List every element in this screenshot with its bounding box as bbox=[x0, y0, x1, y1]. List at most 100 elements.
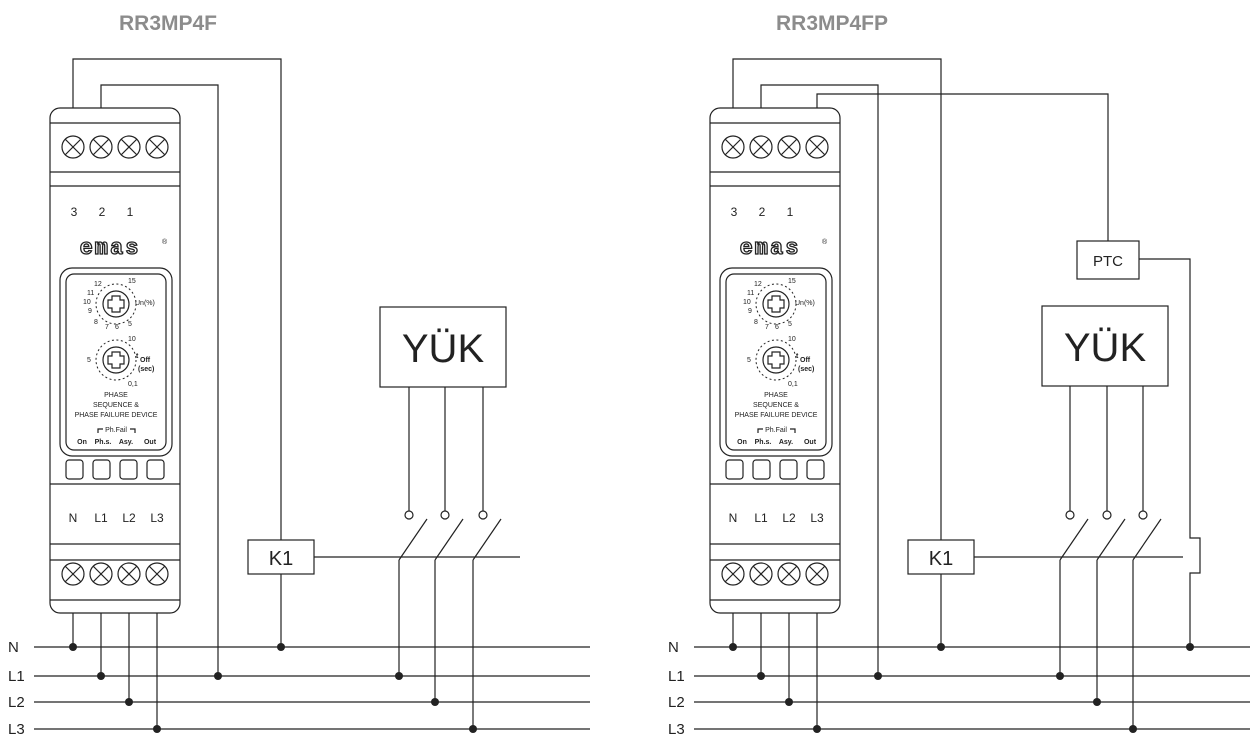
scale-label: 10 bbox=[788, 336, 796, 343]
scale-label: 11 bbox=[747, 290, 754, 297]
led-indicator bbox=[65, 459, 84, 480]
led-indicator bbox=[119, 459, 138, 480]
terminal-label: L3 bbox=[150, 511, 164, 525]
un-label: Un(%) bbox=[795, 300, 815, 307]
contactor-contacts bbox=[1059, 386, 1162, 729]
bus-label-l2: L2 bbox=[8, 694, 25, 711]
scale-label: 5 bbox=[87, 357, 91, 364]
device-text: PHASE bbox=[104, 392, 128, 399]
terminal-label: 3 bbox=[731, 205, 738, 219]
screw-terminal bbox=[89, 135, 113, 159]
scale-label: 15 bbox=[788, 278, 796, 285]
device-text: SEQUENCE & bbox=[753, 402, 799, 409]
left-leds bbox=[65, 459, 165, 480]
terminal-label: L1 bbox=[754, 511, 768, 525]
scale-label: 15 bbox=[128, 278, 136, 285]
terminal-label: 2 bbox=[99, 205, 106, 219]
scale-label: 10 bbox=[743, 299, 751, 306]
relay-label: K1 bbox=[929, 548, 953, 570]
left-title: RR3MP4F bbox=[119, 12, 217, 35]
screw-terminal bbox=[721, 562, 745, 586]
t-label: t bbox=[136, 353, 139, 360]
scale-label: 5 bbox=[747, 357, 751, 364]
led-label: Ph.s. bbox=[95, 439, 112, 446]
right-title: RR3MP4FP bbox=[776, 12, 888, 35]
led-label: Asy. bbox=[119, 439, 133, 446]
wire bbox=[816, 93, 1109, 241]
screw-terminal bbox=[117, 135, 141, 159]
device-text: PHASE bbox=[764, 392, 788, 399]
terminal-label: 1 bbox=[127, 205, 134, 219]
right-bus: N L1 L2 L3 bbox=[668, 639, 1250, 737]
device-text: PHASE FAILURE DEVICE bbox=[75, 412, 158, 419]
bus-label-l1: L1 bbox=[8, 668, 25, 685]
screw-terminal bbox=[721, 135, 745, 159]
sec-label: (sec) bbox=[138, 366, 154, 373]
led-label: Out bbox=[144, 439, 157, 446]
bus-label-l2: L2 bbox=[668, 694, 685, 711]
right-front-panel bbox=[719, 267, 833, 457]
terminal-label: N bbox=[729, 511, 738, 525]
ph-fail-label: Ph.Fail bbox=[765, 427, 787, 434]
scale-label: 12 bbox=[754, 281, 762, 288]
scale-label: 7 bbox=[105, 324, 109, 331]
wire bbox=[760, 84, 879, 676]
load-box bbox=[379, 306, 507, 388]
led-label: Out bbox=[804, 439, 817, 446]
scale-label: 10 bbox=[83, 299, 91, 306]
scale-label: 9 bbox=[748, 308, 752, 315]
screw-terminal bbox=[89, 562, 113, 586]
load-label: YÜK bbox=[402, 327, 485, 371]
left-diagram: RR3MP4F 3 2 1 emas bbox=[8, 12, 590, 737]
wire bbox=[732, 58, 942, 540]
right-logo: emas ® bbox=[739, 235, 828, 261]
left-device: 3 2 1 emas ® 12 15 11 10 9 8 bbox=[49, 107, 181, 614]
led-indicator bbox=[146, 459, 165, 480]
scale-label: 8 bbox=[754, 319, 758, 326]
bus-label-n: N bbox=[668, 639, 679, 656]
bus-label-n: N bbox=[8, 639, 19, 656]
left-bus: N L1 L2 L3 bbox=[8, 639, 590, 737]
ph-fail-label: Ph.Fail bbox=[105, 427, 127, 434]
left-front-panel bbox=[59, 267, 173, 457]
scale-label: 9 bbox=[88, 308, 92, 315]
un-knob: 12 15 11 10 9 8 7 6 5 Un(%) bbox=[83, 278, 155, 331]
left-junctions bbox=[69, 643, 477, 733]
led-label: Ph.s. bbox=[755, 439, 772, 446]
scale-label: 0,1 bbox=[128, 381, 138, 388]
off-label: Off bbox=[800, 357, 811, 364]
bus-label-l3: L3 bbox=[8, 721, 25, 737]
brand-logo: emas bbox=[80, 236, 141, 261]
right-junctions bbox=[729, 643, 1194, 733]
ptc-sensor bbox=[1076, 240, 1140, 280]
led-label: On bbox=[77, 439, 87, 446]
screw-terminal bbox=[749, 135, 773, 159]
bus-label-l1: L1 bbox=[668, 668, 685, 685]
ptc-wire bbox=[1139, 258, 1201, 647]
led-indicator bbox=[806, 459, 825, 480]
scale-label: 7 bbox=[765, 324, 769, 331]
scale-label: 6 bbox=[775, 324, 779, 331]
terminal-label: 2 bbox=[759, 205, 766, 219]
led-label: Asy. bbox=[779, 439, 793, 446]
screw-terminal bbox=[145, 135, 169, 159]
screw-terminal bbox=[805, 562, 829, 586]
scale-label: 8 bbox=[94, 319, 98, 326]
right-bottom-screws bbox=[721, 562, 829, 586]
terminal-label: N bbox=[69, 511, 78, 525]
screw-terminal bbox=[61, 135, 85, 159]
left-top-screws bbox=[61, 135, 169, 159]
contactor-contacts bbox=[398, 387, 502, 729]
scale-label: 6 bbox=[115, 324, 119, 331]
led-indicator bbox=[725, 459, 744, 480]
device-text: SEQUENCE & bbox=[93, 402, 139, 409]
terminal-label: 3 bbox=[71, 205, 78, 219]
scale-label: 12 bbox=[94, 281, 102, 288]
right-leds bbox=[725, 459, 825, 480]
terminal-label: L2 bbox=[782, 511, 796, 525]
relay-k1 bbox=[907, 539, 975, 575]
ptc-label: PTC bbox=[1093, 253, 1123, 270]
screw-terminal bbox=[805, 135, 829, 159]
left-logo: emas ® bbox=[79, 235, 168, 261]
